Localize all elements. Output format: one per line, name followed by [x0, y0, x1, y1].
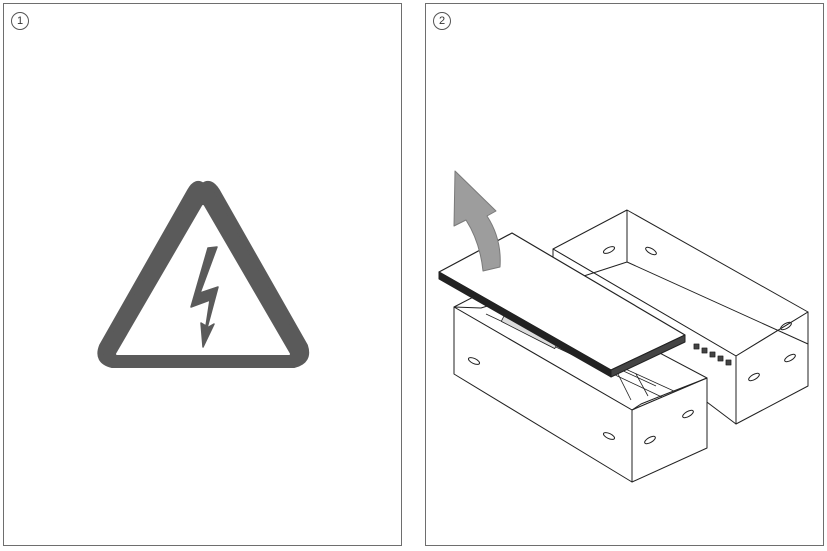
- step-1-illustration: [97, 180, 310, 368]
- step-number-badge: 1: [11, 12, 29, 30]
- control-buttons: [693, 343, 732, 366]
- step-2-illustration: [438, 170, 809, 483]
- lift-arrow-icon: [453, 170, 501, 272]
- step-2-panel: 2: [425, 3, 824, 546]
- electric-hazard-warning-icon: [97, 180, 310, 368]
- glass-panel: [438, 232, 686, 378]
- step-number-badge: 2: [433, 12, 451, 30]
- step-1-panel: 1: [3, 3, 402, 546]
